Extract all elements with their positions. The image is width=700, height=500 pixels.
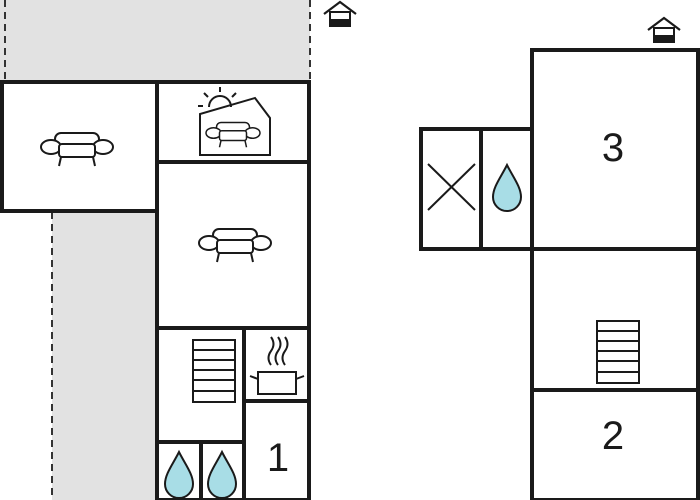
water-drop-icon <box>206 449 238 499</box>
cooking-pot-icon <box>249 336 305 395</box>
stairs-icon <box>596 320 640 384</box>
sofa-icon <box>198 228 272 263</box>
upper-floor <box>419 48 700 500</box>
bedroom-3-label: 3 <box>602 126 624 170</box>
exterior-terrace-top <box>0 0 310 80</box>
bedroom-2-label: 2 <box>602 414 624 458</box>
stairs-icon <box>192 339 236 403</box>
house-entrance-icon <box>647 16 681 43</box>
cross-icon <box>427 163 476 211</box>
bedroom-2 <box>530 388 700 500</box>
exterior-terrace-side <box>52 212 156 500</box>
house-entrance-icon <box>323 0 357 27</box>
sofa-icon <box>40 132 114 167</box>
sun-room-icon <box>198 87 271 156</box>
water-drop-icon <box>163 449 195 499</box>
void-room <box>419 127 483 251</box>
bathroom-upper <box>479 127 534 251</box>
bedroom-1-label: 1 <box>267 436 289 480</box>
water-drop-icon <box>491 162 523 212</box>
bedroom-1 <box>242 399 311 500</box>
